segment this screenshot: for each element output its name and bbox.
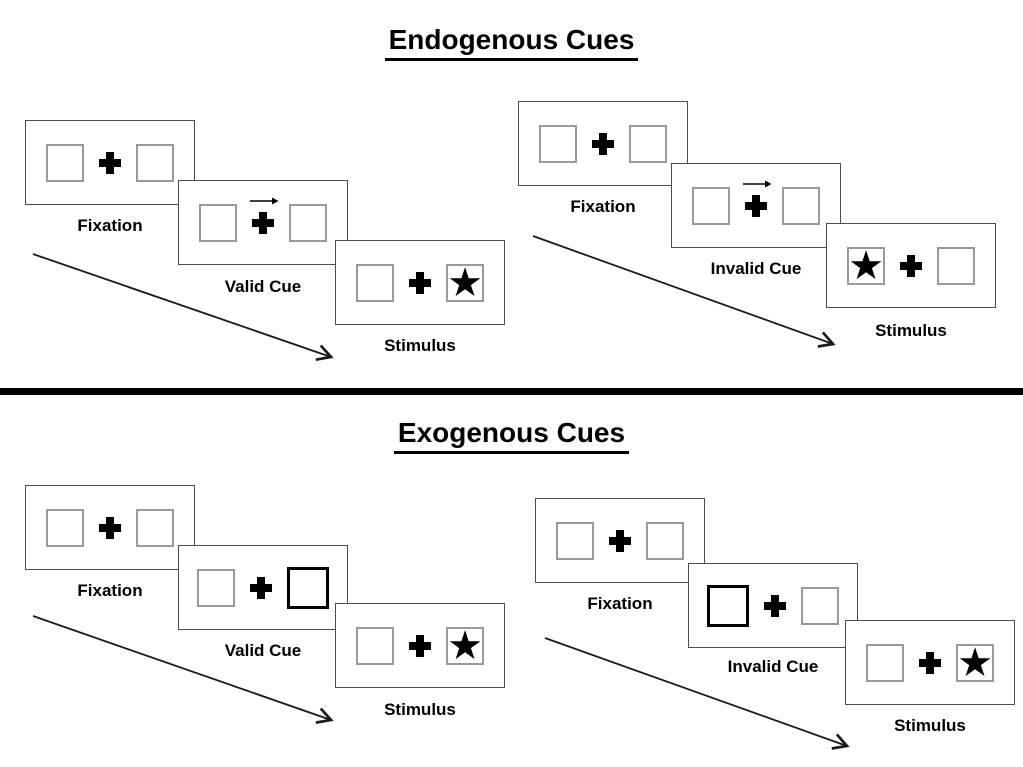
left-box (197, 568, 235, 607)
right-box (289, 203, 327, 242)
left-box: ★ (847, 243, 885, 288)
exogenous-invalid-cue-panel (688, 563, 858, 648)
right-box (646, 521, 684, 560)
exogenous-invalid-stimulus-panel: ★ (845, 620, 1015, 705)
exogenous-valid-stimulus-panel: ★ (335, 603, 505, 688)
trial-sequence-arrow (532, 235, 836, 348)
fixation-cross-icon (409, 634, 431, 657)
panel-label: Stimulus (384, 336, 456, 355)
section-divider (0, 388, 1023, 395)
panel-label: Fixation (570, 197, 636, 216)
endogenous-invalid-stimulus-panel: ★ (826, 223, 996, 308)
right-box (136, 143, 174, 182)
trial-sequence-arrow (544, 637, 850, 750)
right-arrow-cue-icon (250, 197, 279, 204)
left-box (46, 508, 84, 547)
panel-label: Fixation (587, 594, 653, 613)
right-box (782, 186, 820, 225)
section-title-endogenous: Endogenous Cues (0, 24, 1023, 61)
star-stimulus-icon: ★ (848, 243, 884, 288)
right-box (136, 508, 174, 547)
left-box (556, 521, 594, 560)
fixation-cross-icon (764, 594, 786, 617)
panel-label: Valid Cue (224, 641, 302, 660)
exogenous-valid-fixation-panel (25, 485, 195, 570)
fixation-cross-icon (250, 576, 272, 599)
left-box (539, 124, 577, 163)
panel-label: Stimulus (875, 321, 947, 340)
panel-label: Invalid Cue (710, 259, 802, 278)
right-arrow-cue-icon (743, 180, 772, 187)
star-stimulus-icon: ★ (957, 640, 993, 685)
fixation-cross-icon (919, 651, 941, 674)
highlighted-cue-box (287, 566, 329, 609)
trial-sequence-arrow (32, 253, 334, 362)
fixation-cross-icon (99, 151, 121, 174)
right-box: ★ (446, 260, 484, 305)
right-box: ★ (446, 623, 484, 668)
section-title-exogenous: Exogenous Cues (0, 417, 1023, 454)
left-box (199, 203, 237, 242)
star-stimulus-icon: ★ (447, 260, 483, 305)
panel-label: Invalid Cue (727, 657, 819, 676)
left-box (692, 186, 730, 225)
right-box (801, 586, 839, 625)
panel-label: Valid Cue (224, 277, 302, 296)
exogenous-invalid-fixation-panel (535, 498, 705, 583)
panel-label: Fixation (77, 216, 143, 235)
panel-label: Stimulus (894, 716, 966, 735)
star-stimulus-icon: ★ (447, 623, 483, 668)
right-box: ★ (956, 640, 994, 685)
left-box (356, 263, 394, 302)
endogenous-invalid-fixation-panel (518, 101, 688, 186)
trial-sequence-arrow (32, 615, 334, 724)
fixation-cross-icon (900, 254, 922, 277)
fixation-cross-icon (745, 194, 767, 217)
right-box (937, 246, 975, 285)
panel-label: Fixation (77, 581, 143, 600)
endogenous-valid-stimulus-panel: ★ (335, 240, 505, 325)
exogenous-valid-cue-panel (178, 545, 348, 630)
endogenous-valid-cue-panel (178, 180, 348, 265)
left-box (356, 626, 394, 665)
fixation-cross-icon (252, 211, 274, 234)
fixation-cross-icon (609, 529, 631, 552)
right-box (629, 124, 667, 163)
endogenous-invalid-cue-panel (671, 163, 841, 248)
left-box (46, 143, 84, 182)
left-box (866, 643, 904, 682)
endogenous-valid-fixation-panel (25, 120, 195, 205)
highlighted-cue-box (707, 584, 749, 627)
fixation-cross-icon (99, 516, 121, 539)
fixation-cross-icon (409, 271, 431, 294)
fixation-cross-icon (592, 132, 614, 155)
panel-label: Stimulus (384, 700, 456, 719)
